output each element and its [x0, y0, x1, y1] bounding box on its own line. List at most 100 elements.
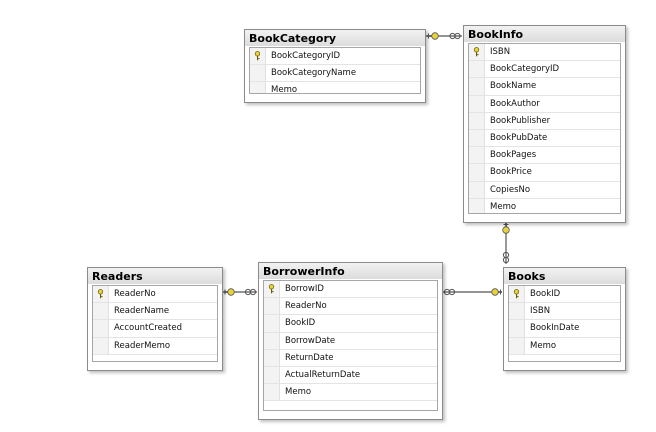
column-name: BookInDate [530, 323, 580, 334]
relationship-key-icon [502, 223, 510, 234]
row-selector [469, 181, 485, 198]
relationship-infinity-icon [449, 32, 461, 40]
column-name: ISBN [530, 306, 551, 317]
key-icon [513, 289, 520, 299]
relationship-infinity-icon [244, 288, 257, 296]
column-row[interactable]: ReaderNo [264, 298, 437, 316]
column-row[interactable]: BookInDate [509, 320, 620, 338]
row-selector [93, 337, 109, 354]
column-name: BookCategoryID [271, 51, 341, 62]
row-selector [469, 61, 485, 78]
column-row[interactable]: BookPages [469, 147, 620, 165]
row-selector [93, 286, 109, 303]
row-selector [264, 315, 280, 332]
column-name: BookPubDate [490, 133, 548, 144]
row-selector [469, 198, 485, 213]
row-selector [93, 303, 109, 320]
column-name: ReturnDate [285, 352, 334, 363]
column-name: ReaderNo [285, 301, 327, 312]
column-row[interactable]: BookPublisher [469, 112, 620, 130]
row-selector [469, 44, 485, 61]
column-row[interactable]: Memo [250, 82, 420, 93]
column-row[interactable]: ISBN [509, 303, 620, 321]
column-name: BookPrice [490, 167, 532, 178]
column-row[interactable]: ReaderMemo [93, 337, 217, 355]
column-row[interactable]: BookCategoryID [250, 48, 420, 66]
row-selector [250, 48, 266, 65]
column-row[interactable]: ActualReturnDate [264, 366, 437, 385]
relationship-readers-borrowerinfo[interactable] [223, 288, 257, 296]
column-name: Memo [490, 201, 517, 212]
column-row[interactable]: CopiesNo [469, 181, 620, 199]
row-selector [250, 65, 266, 82]
column-name: BookCategoryName [271, 68, 357, 79]
column-name: ReaderMemo [114, 340, 171, 351]
table-title[interactable]: BookCategory [245, 30, 425, 46]
column-row[interactable]: ReturnDate [264, 349, 437, 367]
key-icon [254, 51, 261, 61]
column-row[interactable]: BookAuthor [469, 95, 620, 113]
relationship-borrowerinfo-books[interactable] [443, 288, 502, 296]
row-selector [469, 164, 485, 181]
row-selector [509, 320, 525, 337]
row-selector [93, 320, 109, 337]
row-selector [469, 112, 485, 129]
table-title[interactable]: Readers [88, 268, 222, 284]
column-row[interactable]: BookID [264, 315, 437, 333]
column-row[interactable]: Memo [264, 384, 437, 402]
column-row[interactable]: BookPrice [469, 164, 620, 182]
column-row[interactable]: ReaderName [93, 303, 217, 321]
column-name: BookID [530, 289, 561, 300]
row-selector [264, 366, 280, 384]
column-row[interactable]: ISBN [469, 44, 620, 62]
row-selector [509, 337, 525, 354]
row-selector [264, 384, 280, 401]
relationship-bookcategory-bookinfo[interactable] [426, 32, 462, 40]
column-row[interactable]: BookID [509, 286, 620, 304]
column-name: Memo [285, 387, 312, 398]
column-row[interactable]: ReaderNo [93, 286, 217, 304]
key-icon [268, 284, 275, 294]
table-title[interactable]: BorrowerInfo [259, 263, 442, 279]
column-row[interactable]: AccountCreated [93, 320, 217, 338]
column-row[interactable]: BorrowDate [264, 332, 437, 350]
column-row[interactable]: BookPubDate [469, 129, 620, 148]
column-name: BookAuthor [490, 98, 540, 109]
table-title[interactable]: BookInfo [464, 26, 625, 42]
row-selector [469, 129, 485, 147]
relationship-key-icon [427, 32, 439, 40]
column-row[interactable]: BookCategoryName [250, 65, 420, 83]
row-selector [250, 82, 266, 93]
column-row[interactable]: BookCategoryID [469, 61, 620, 79]
column-row[interactable]: Memo [469, 198, 620, 213]
key-icon [97, 289, 104, 299]
column-name: AccountCreated [114, 323, 182, 334]
column-row[interactable]: BookName [469, 78, 620, 96]
column-name: Memo [530, 340, 557, 351]
relationship-infinity-icon [502, 251, 510, 264]
row-selector [469, 95, 485, 112]
column-name: ISBN [490, 47, 511, 58]
column-name: ReaderNo [114, 289, 156, 300]
table-bookcategory[interactable]: BookCategory BookCategoryID BookCategoryN… [244, 29, 426, 103]
row-selector [469, 147, 485, 164]
column-row[interactable]: Memo [509, 337, 620, 355]
row-selector [264, 332, 280, 349]
column-name: BookPages [490, 150, 537, 161]
column-name: BookName [490, 81, 537, 92]
table-title[interactable]: Books [504, 268, 625, 284]
relationship-key-icon [224, 288, 235, 296]
column-row[interactable]: BorrowID [264, 281, 437, 299]
relationship-bookinfo-books[interactable] [502, 223, 510, 264]
column-name: BookID [285, 318, 316, 329]
column-name: CopiesNo [490, 184, 531, 195]
column-name: ReaderName [114, 306, 170, 317]
